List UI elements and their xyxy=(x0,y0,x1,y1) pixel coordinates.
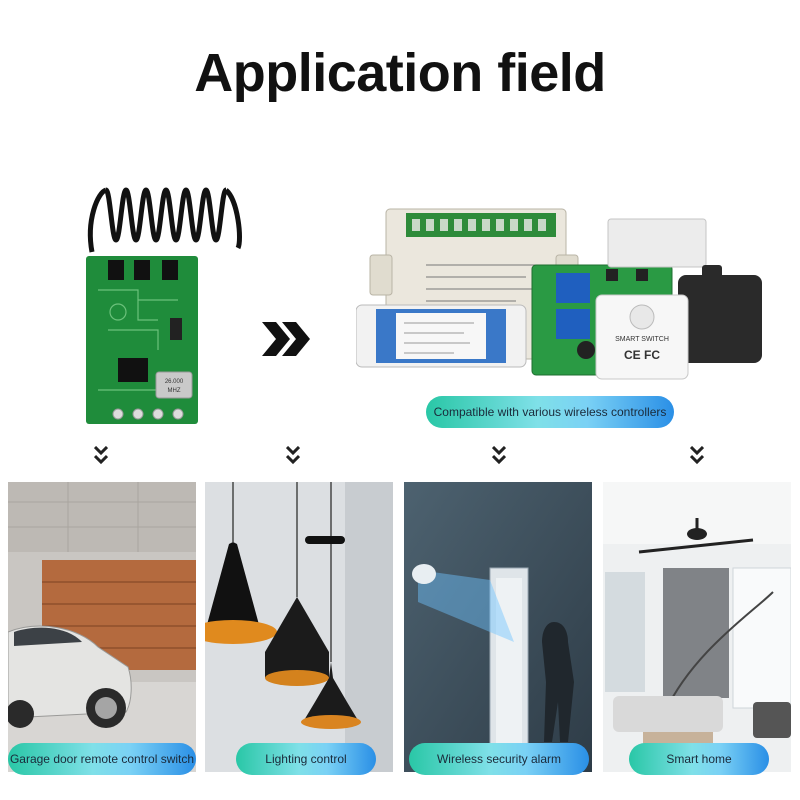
chevron-down-icon xyxy=(690,446,704,465)
smart-switch xyxy=(595,294,689,380)
application-pill: Smart home xyxy=(629,743,769,775)
chip xyxy=(118,358,148,382)
smart-home-panel xyxy=(603,482,791,772)
application-pill: Wireless security alarm xyxy=(409,743,589,775)
chevron-down-icon xyxy=(94,446,108,465)
living-room-icon xyxy=(603,482,791,772)
application-label: Wireless security alarm xyxy=(436,752,562,766)
security-camera-icon xyxy=(404,482,592,772)
garage-door-icon xyxy=(8,482,196,772)
garage-panel xyxy=(8,482,196,772)
double-chevron-right-icon xyxy=(262,322,310,356)
pendant-lamp-icon xyxy=(205,482,393,772)
compat-pill: Compatible with various wireless control… xyxy=(426,396,674,428)
application-pill: Lighting control xyxy=(236,743,376,775)
application-label: Smart home xyxy=(666,752,732,766)
application-label: Garage door remote control switch xyxy=(9,752,195,766)
power-adapter xyxy=(678,275,762,363)
security-panel xyxy=(404,482,592,772)
page-title: Application field xyxy=(194,43,606,103)
chevron-down-icon xyxy=(286,446,300,465)
wireless-controllers-image: SMART SWITCH CE FC xyxy=(356,208,762,380)
svg-text:SMART SWITCH: SMART SWITCH xyxy=(615,336,669,343)
application-label: Lighting control xyxy=(265,752,347,766)
receiver-module-image: 26.000 MHZ xyxy=(86,187,242,424)
svg-text:26.000: 26.000 xyxy=(165,379,184,385)
compat-label: Compatible with various wireless control… xyxy=(433,405,667,419)
svg-text:CE FC: CE FC xyxy=(624,348,660,362)
lighting-panel xyxy=(205,482,393,772)
application-pill: Garage door remote control switch xyxy=(8,743,196,775)
receiver-box xyxy=(607,218,707,268)
chevron-down-icon xyxy=(492,446,506,465)
svg-text:MHZ: MHZ xyxy=(168,388,181,394)
coiled-antenna-icon xyxy=(87,187,242,253)
